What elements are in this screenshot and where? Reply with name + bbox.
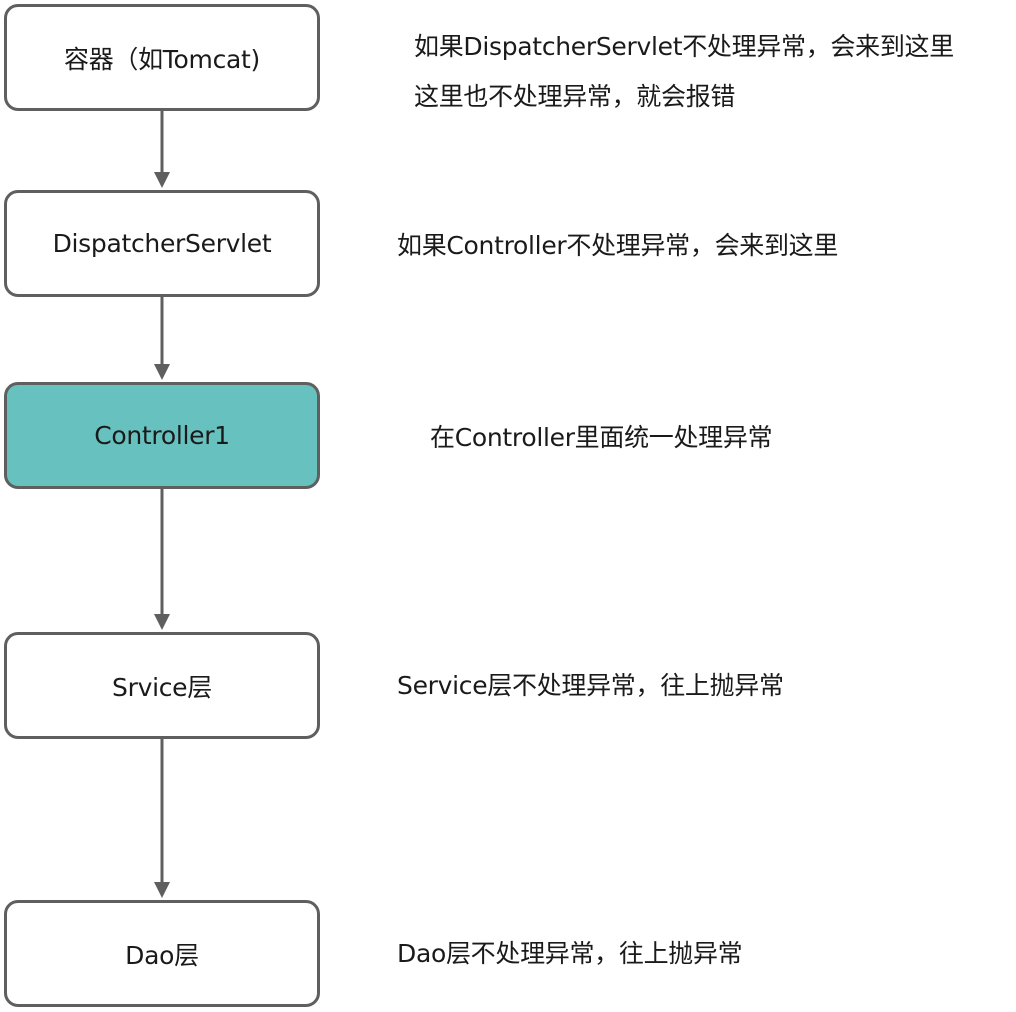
note-controller: 在Controller里面统一处理异常	[430, 413, 773, 463]
arrowhead-icon	[154, 614, 170, 630]
arrowhead-icon	[154, 364, 170, 380]
node-dao-layer: Dao层	[4, 900, 320, 1007]
note-line: 如果Controller不处理异常，会来到这里	[397, 231, 839, 260]
note-line: 在Controller里面统一处理异常	[430, 423, 773, 452]
arrowhead-icon	[154, 172, 170, 188]
node-label: DispatcherServlet	[52, 229, 272, 258]
node-controller: Controller1	[4, 382, 320, 489]
node-dispatcher-servlet: DispatcherServlet	[4, 190, 320, 297]
node-label: Dao层	[125, 940, 199, 970]
arrowhead-icon	[154, 882, 170, 898]
note-line: 这里也不处理异常，就会报错	[414, 82, 736, 111]
note-tomcat: 如果DispatcherServlet不处理异常，会来到这里 这里也不处理异常，…	[414, 22, 954, 122]
note-line: Service层不处理异常，往上抛异常	[397, 671, 784, 700]
node-label: 容器（如Tomcat)	[64, 44, 260, 74]
note-line: Dao层不处理异常，往上抛异常	[397, 939, 743, 968]
note-dao: Dao层不处理异常，往上抛异常	[397, 929, 743, 979]
node-service-layer: Srvice层	[4, 632, 320, 739]
node-tomcat-container: 容器（如Tomcat)	[4, 4, 320, 111]
note-dispatcher: 如果Controller不处理异常，会来到这里	[397, 221, 838, 271]
node-label: Srvice层	[112, 672, 212, 702]
note-service: Service层不处理异常，往上抛异常	[397, 661, 784, 711]
node-label: Controller1	[94, 421, 230, 450]
note-line: 如果DispatcherServlet不处理异常，会来到这里	[414, 32, 954, 61]
